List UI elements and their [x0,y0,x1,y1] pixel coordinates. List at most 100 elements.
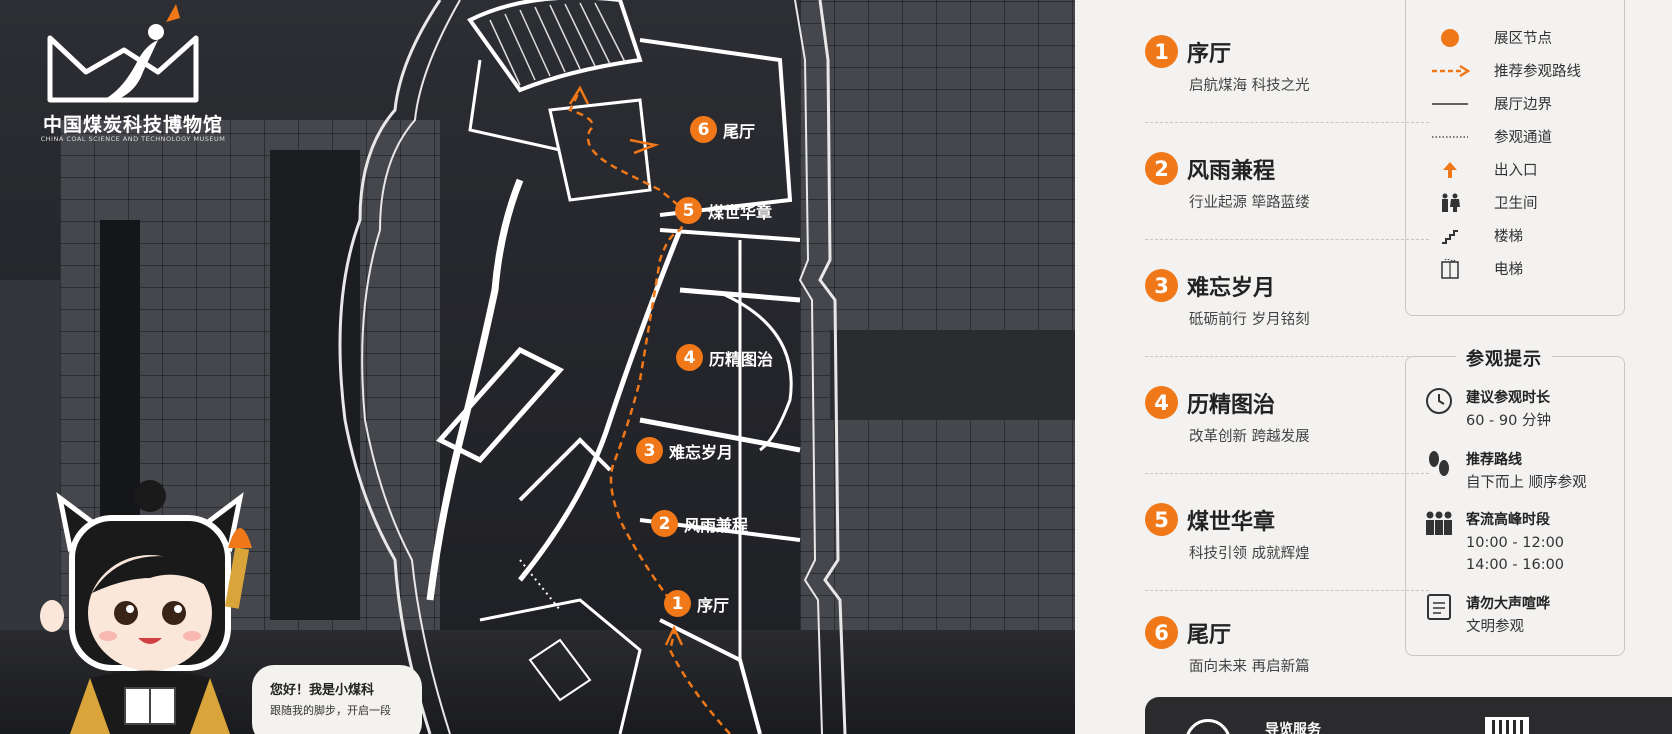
hall-number-badge: 3 [1145,269,1178,302]
hall-desc: 改革创新 跨越发展 [1189,429,1310,445]
hall-desc: 科技引领 成就辉煌 [1189,546,1310,562]
hall-desc: 面向未来 再启新篇 [1189,659,1310,675]
footprints-icon [1424,449,1454,479]
hall-item-3[interactable]: 3 难忘岁月 砥砺前行 岁月铭刻 [1145,269,1429,357]
legend-row: 推荐参观路线 [1406,60,1626,81]
stairs-icon [1406,226,1494,246]
clock-icon [1424,387,1454,417]
hall-number-badge: 1 [1145,35,1178,68]
legend-row: 电梯 [1406,258,1626,279]
legend-row: 出入口 [1406,159,1626,180]
hall-name: 煤世华章 [1187,509,1276,535]
hall-item-6[interactable]: 6 尾厅 面向未来 再启新篇 [1145,616,1429,676]
hall-number-badge: 5 [1145,503,1178,536]
legend-label: 推荐参观路线 [1494,64,1581,80]
hall-name: 风雨兼程 [1187,158,1276,184]
restroom-icon [1406,193,1494,213]
map-label-text: 煤世华章 [708,202,773,222]
service-label: 导览服务 [1265,722,1321,734]
hall-desc: 行业起源 筚路蓝缕 [1189,195,1310,211]
orange-dot-icon [1406,28,1494,48]
map-label-hall-3[interactable]: 3 难忘岁月 [636,437,733,464]
hall-name: 尾厅 [1187,622,1232,648]
map-label-text: 历精图治 [709,349,774,369]
tip-head: 建议参观时长 [1466,390,1550,406]
qr-code-icon[interactable] [1485,717,1529,734]
hall-desc: 启航煤海 科技之光 [1189,78,1310,94]
map-badge: 3 [636,437,663,464]
tip-row: 请勿大声喧哗文明参观 [1424,593,1550,638]
mascot-speech-bubble: 您好！我是小煤科 跟随我的脚步，开启一段 [252,665,422,734]
tip-head: 请勿大声喧哗 [1466,596,1550,612]
crowd-icon [1424,509,1454,539]
speech-text: 跟随我的脚步，开启一段 [270,704,391,717]
hall-number-badge: 6 [1145,616,1178,649]
logo-title: 中国煤炭科技博物馆 [42,114,223,136]
map-label-text: 风雨兼程 [684,515,749,535]
mascot-character [40,480,252,734]
tip-value: 14:00 - 16:00 [1466,557,1565,573]
building-window [830,330,1075,420]
hall-name: 序厅 [1187,41,1232,67]
hall-item-1[interactable]: 1 序厅 启航煤海 科技之光 [1145,35,1429,123]
logo-subtitle: CHINA COAL SCIENCE AND TECHNOLOGY MUSEUM [40,135,226,143]
map-label-text: 序厅 [697,595,730,615]
legend-row: 参观通道 [1406,126,1626,147]
tip-row: 建议参观时长 60 - 90 分钟 [1424,387,1551,432]
map-badge: 4 [676,344,703,371]
legend-label: 楼梯 [1494,229,1523,245]
hall-desc: 砥砺前行 岁月铭刻 [1189,312,1310,328]
legend-label: 参观通道 [1494,130,1552,146]
up-arrow-icon [1406,160,1494,180]
map-label-text: 尾厅 [723,121,756,141]
hall-item-4[interactable]: 4 历精图治 改革创新 跨越发展 [1145,386,1429,474]
museum-logo [47,4,199,103]
hall-name: 历精图治 [1187,392,1276,418]
map-label-hall-6[interactable]: 6 尾厅 [690,116,755,143]
tip-value: 10:00 - 12:00 [1466,535,1565,551]
tip-value: 自下而上 顺序参观 [1466,475,1587,491]
map-area: 中国煤炭科技博物馆 CHINA COAL SCIENCE AND TECHNOL… [0,0,1075,734]
legend-label: 展厅边界 [1494,97,1552,113]
legend-label: 电梯 [1494,262,1523,278]
building-left [0,280,70,640]
divider [1145,122,1429,123]
map-badge: 6 [690,116,717,143]
legend-row: 卫生间 [1406,192,1626,213]
hall-name: 难忘岁月 [1187,275,1276,301]
tip-value: 60 - 90 分钟 [1466,413,1551,429]
map-label-text: 难忘岁月 [669,442,734,462]
headset-icon [1185,719,1231,734]
map-badge: 2 [651,510,678,537]
hall-number-badge: 4 [1145,386,1178,419]
tip-row: 推荐路线自下而上 顺序参观 [1424,449,1587,494]
tip-row: 客流高峰时段 10:00 - 12:00 14:00 - 16:00 [1424,509,1564,576]
map-badge: 1 [664,590,691,617]
map-label-hall-5[interactable]: 5 煤世华章 [675,197,772,224]
divider [1145,239,1429,240]
orange-dashed-arrow-icon [1406,61,1494,81]
dotted-line-icon [1406,127,1494,147]
guide-service-bar[interactable]: 导览服务 [1145,697,1672,734]
speech-title: 您好！我是小煤科 [270,683,375,698]
hall-item-5[interactable]: 5 煤世华章 科技引领 成就辉煌 [1145,503,1429,591]
map-label-hall-4[interactable]: 4 历精图治 [676,344,773,371]
divider [1145,356,1429,357]
legend-label: 展区节点 [1494,31,1552,47]
solid-line-icon [1406,94,1494,114]
building-window [270,150,360,620]
map-badge: 5 [675,197,702,224]
elevator-icon [1406,258,1494,279]
legend-label: 出入口 [1494,163,1538,179]
map-label-hall-2[interactable]: 2 风雨兼程 [651,510,748,537]
tip-head: 客流高峰时段 [1466,512,1550,528]
floor-plan [338,0,847,734]
legend-row: 楼梯 [1406,225,1626,246]
building-facade-right [800,0,1075,640]
divider [1145,590,1429,591]
map-label-hall-1[interactable]: 1 序厅 [664,590,729,617]
legend-row: 展厅边界 [1406,93,1626,114]
